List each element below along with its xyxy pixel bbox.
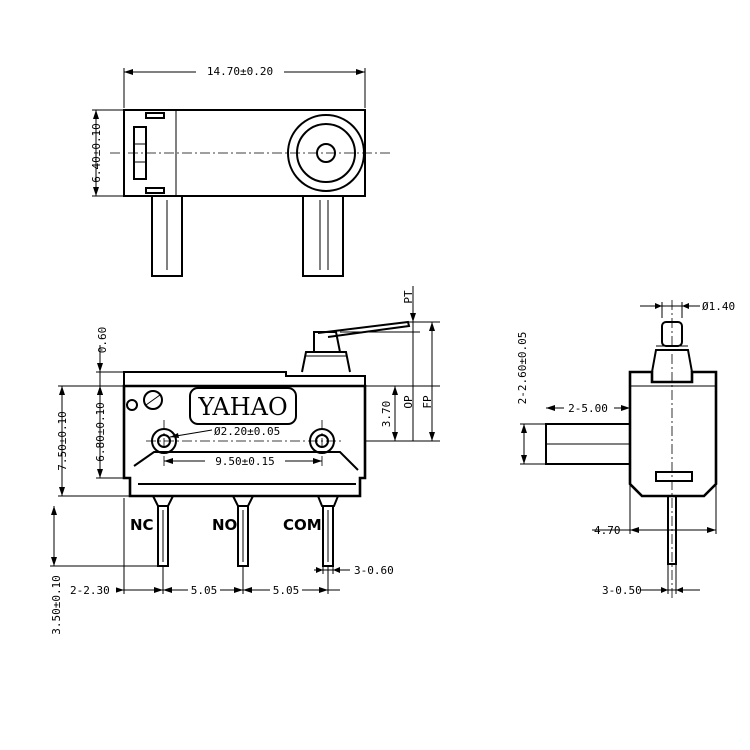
hole-diameter-dim: Ø2.20±0.05 [214,425,280,438]
side-view: Ø1.40 2-2.60±0.05 2-5.00 [516,300,735,600]
front-view: YAHAO NC NO COM Ø2.20±0.05 [50,286,440,635]
top-width-dim: 14.70±0.20 [207,65,273,78]
overall-height-dim: 7.50±0.10 [56,411,69,471]
terminal-label-nc: NC [130,516,154,534]
pin-offset-dim: 2-2.30 [70,584,110,597]
pt-label: PT [402,290,415,304]
op-height-dim: 3.70 [380,401,393,428]
plunger-diameter-dim: Ø1.40 [702,300,735,313]
hole-pitch-dim: 9.50±0.15 [215,455,275,468]
body-height-dim: 6.80±0.10 [94,402,107,462]
pin-width-dim: 3-0.60 [354,564,394,577]
op-label: OP [402,395,415,409]
pin-thickness-dim: 3-0.50 [602,584,642,597]
mount-height-dim: 2-2.60±0.05 [516,332,529,405]
terminal-label-no: NO [212,516,237,534]
pin-length-dim: 3.50±0.10 [50,575,63,635]
top-height-dim: 6.40±0.10 [90,123,103,183]
body-width-dim: 4.70 [594,524,621,537]
terminal-label-com: COM [283,516,322,534]
fp-label: FP [421,395,434,409]
pin-pitch-1-dim: 5.05 [191,584,218,597]
brand-logo-text: YAHAO [197,393,287,421]
pin-pitch-2-dim: 5.05 [273,584,300,597]
top-view: 14.70±0.20 6.40±0.10 [90,63,390,277]
boss-length-dim: 2-5.00 [568,402,608,415]
top-gap-dim: 0.60 [96,327,109,354]
